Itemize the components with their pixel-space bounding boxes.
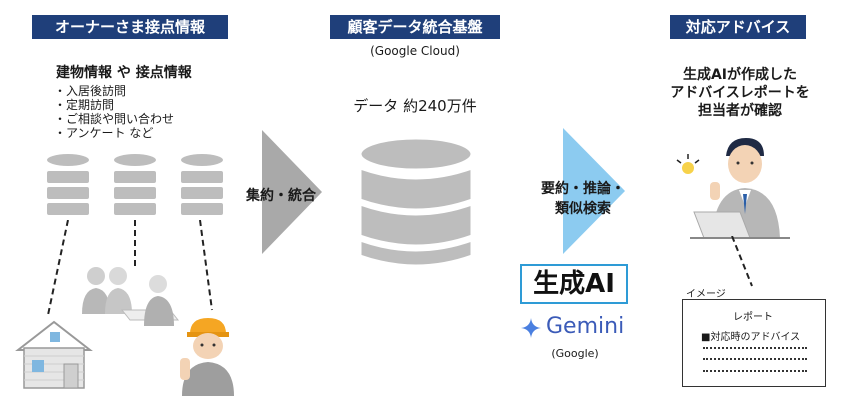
google-label: (Google)	[551, 347, 599, 360]
database-icon	[45, 152, 91, 217]
contact-item: ・ご相談や問い合わせ	[54, 112, 175, 126]
advice-desc-line2: アドバイスレポートを	[670, 85, 810, 101]
dashed-connector-right	[731, 236, 753, 287]
report-dotted-line	[703, 358, 807, 360]
advice-header: 対応アドバイス	[670, 15, 806, 39]
report-item: ■対応時のアドバイス	[701, 332, 801, 343]
report-dotted-line	[703, 347, 807, 349]
contact-item: ・定期訪問	[54, 98, 115, 112]
report-card: レポート ■対応時のアドバイス	[682, 299, 826, 387]
gemini-sparkle-icon	[521, 318, 541, 338]
summarize-label-line1: 要約・推論・	[541, 181, 625, 197]
image-label: イメージ	[686, 289, 726, 300]
gemini-label: Gemini	[546, 314, 625, 339]
summarize-arrow	[563, 128, 625, 254]
advice-desc-line1: 生成AIが作成した	[682, 67, 798, 83]
report-dotted-line	[703, 370, 807, 372]
small-database-icons	[45, 152, 225, 217]
data-count-label: データ 約240万件	[353, 97, 477, 115]
building-contact-info-title: 建物情報 や 接点情報	[56, 65, 192, 81]
data-platform-header: 顧客データ統合基盤	[330, 15, 500, 39]
staff-laptop-icon	[676, 138, 790, 239]
aggregate-label: 集約・統合	[246, 188, 316, 204]
database-icon	[112, 152, 158, 217]
dashed-connectors	[47, 220, 213, 316]
meeting-people-icon	[82, 267, 180, 326]
advice-desc-line3: 担当者が確認	[698, 103, 782, 119]
contact-items-list: ・入居後訪問 ・定期訪問 ・ご相談や問い合わせ ・アンケート など	[54, 84, 174, 140]
owner-contact-header: オーナーさま接点情報	[32, 15, 228, 39]
contact-item: ・入居後訪問	[54, 84, 127, 98]
house-icon	[15, 320, 93, 389]
database-icon	[179, 152, 225, 217]
contact-item: ・アンケート など	[54, 126, 154, 140]
main-database-icon	[358, 138, 474, 268]
genai-badge: 生成AI	[520, 264, 628, 304]
aggregate-arrow	[262, 130, 322, 254]
worker-icon	[180, 318, 234, 396]
google-cloud-label: (Google Cloud)	[370, 44, 460, 58]
report-title: レポート	[733, 312, 773, 323]
summarize-label-line2: 類似検索	[555, 201, 611, 217]
